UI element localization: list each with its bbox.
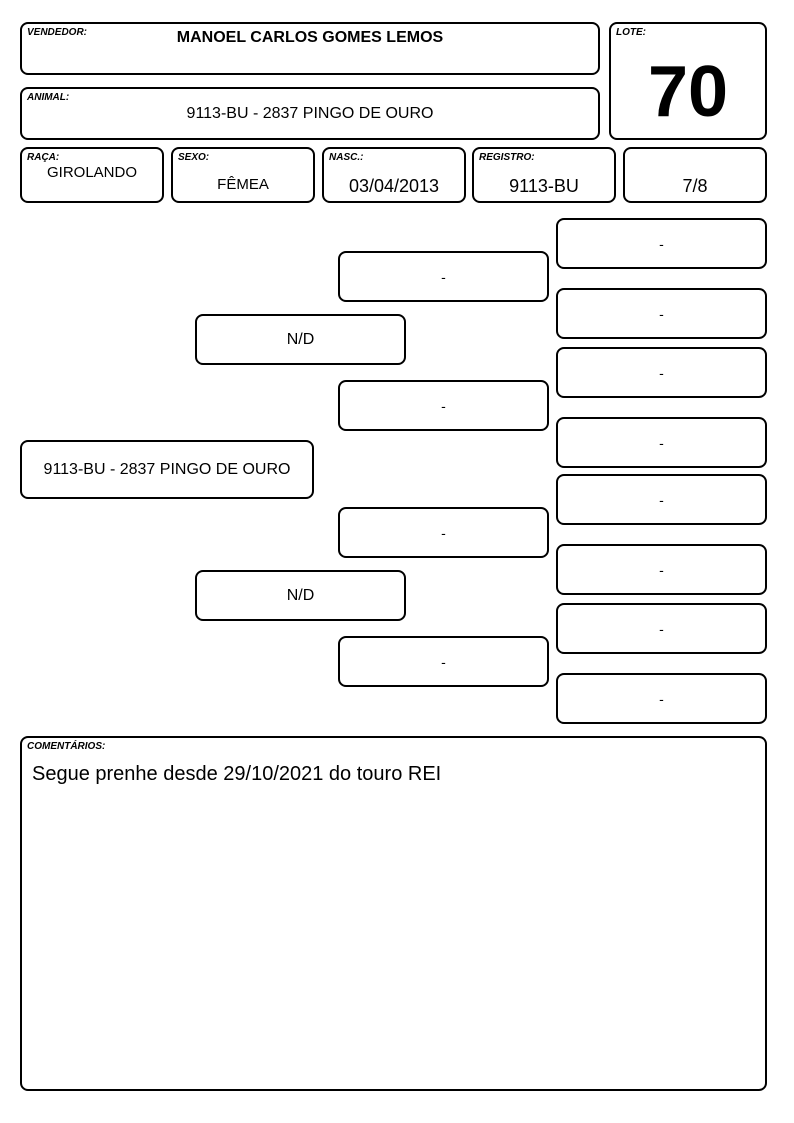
raca-label: RAÇA: [27, 152, 60, 163]
pedigree-maternal-grandsire: - [338, 507, 549, 558]
registro-label: REGISTRO: [479, 152, 535, 163]
comentarios-text: Segue prenhe desde 29/10/2021 do touro R… [32, 763, 442, 785]
nasc-value: 03/04/2013 [348, 176, 440, 196]
pedigree-great-grandparent-1: - [556, 218, 767, 269]
pedigree-great-grandparent-7: - [556, 603, 767, 654]
lote-box: LOTE: 70 [609, 22, 767, 140]
pedigree-great-grandparent-8: - [556, 673, 767, 724]
pedigree-dam: N/D [195, 570, 406, 621]
animal-box: ANIMAL: 9113-BU - 2837 PINGO DE OURO [20, 87, 600, 140]
vendedor-value: MANOEL CARLOS GOMES LEMOS [176, 29, 444, 46]
animal-value: 9113-BU - 2837 PINGO DE OURO [186, 105, 434, 122]
animal-label: ANIMAL: [27, 92, 70, 103]
registro-value: 9113-BU [509, 176, 579, 196]
pedigree-great-grandparent-4: - [556, 417, 767, 468]
pedigree-paternal-granddam: - [338, 380, 549, 431]
sexo-box: SEXO: FÊMEA [171, 147, 315, 203]
lote-label: LOTE: [616, 27, 646, 38]
vendedor-box: VENDEDOR: MANOEL CARLOS GOMES LEMOS [20, 22, 600, 75]
vendedor-label: VENDEDOR: [27, 27, 88, 38]
grau-sangue-box: 7/8 [623, 147, 767, 203]
sexo-value: FÊMEA [217, 176, 269, 193]
sexo-label: SEXO: [178, 152, 210, 163]
comentarios-box: COMENTÁRIOS: Segue prenhe desde 29/10/20… [20, 736, 767, 1091]
lote-number: 70 [647, 52, 729, 132]
raca-value: GIROLANDO [46, 164, 137, 181]
pedigree-subject: 9113-BU - 2837 PINGO DE OURO [20, 440, 314, 499]
nasc-box: NASC.: 03/04/2013 [322, 147, 466, 203]
registro-box: REGISTRO: 9113-BU [472, 147, 616, 203]
pedigree-great-grandparent-5: - [556, 474, 767, 525]
nasc-label: NASC.: [329, 152, 364, 163]
pedigree-great-grandparent-6: - [556, 544, 767, 595]
pedigree-maternal-granddam: - [338, 636, 549, 687]
grau-sangue-value: 7/8 [682, 176, 708, 196]
pedigree-paternal-grandsire: - [338, 251, 549, 302]
pedigree-great-grandparent-2: - [556, 288, 767, 339]
pedigree-great-grandparent-3: - [556, 347, 767, 398]
raca-box: RAÇA: GIROLANDO [20, 147, 164, 203]
comentarios-label: COMENTÁRIOS: [27, 741, 106, 752]
pedigree-sire: N/D [195, 314, 406, 365]
